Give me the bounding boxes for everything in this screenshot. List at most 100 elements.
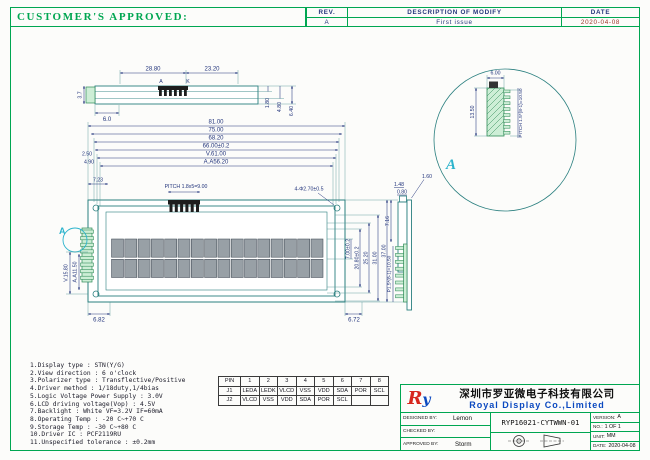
dim-7-00: 7.00±0.2 (346, 239, 352, 259)
front-left-connector (81, 227, 93, 283)
note-line: 10.Driver IC : PCF2119RU (30, 431, 121, 439)
note-line: 9.Storage Temp : -30 C~+80 C (30, 423, 137, 431)
customers-approved-label: CUSTOMER'S APPROVED: (17, 11, 189, 23)
front-view: A 81.00 75.00 68.20 66.00±0.2 2.50 V.61.… (59, 120, 407, 324)
detail-view: 6.00 13.50 PITCH 1.5*(8-1)=10.50 A (433, 68, 577, 212)
note-line: 8.Operating Temp : -20 C~+70 C (30, 415, 144, 423)
lcd-character-matrix (111, 238, 324, 278)
dim-66-00: 66.00±0.2 (203, 144, 230, 150)
dim-25-20: 25.20 (364, 251, 370, 264)
side-connector-spine (403, 243, 408, 303)
notes-list: 1.Display type : STN(Y/G) 2.View directi… (30, 362, 222, 447)
pin-header: PIN (218, 376, 241, 387)
title-block: Ry 深圳市罗亚微电子科技有限公司 Royal Display Co.,Limi… (400, 384, 640, 451)
note-line: 7.Backlight : White VF=3.2V IF=60mA (30, 408, 163, 416)
pin-header: 1 (240, 376, 260, 387)
pin-cell (351, 395, 371, 406)
pin-header: 6 (332, 376, 352, 387)
dim-20-80: 20.80±0.2 (355, 246, 361, 269)
date-value: 2020-04-08 (561, 17, 639, 26)
dim-31-00: 31.00 (373, 251, 379, 264)
note-line: 5.Logic Voltage Power Supply : 3.0V (30, 392, 163, 400)
rev-value: A (307, 17, 347, 26)
pin-table-row-j1: J1 LEDA LEDK VLCD VSS VDD SDA POR SCL (218, 385, 389, 396)
dim-1-80: 1.80 (265, 98, 271, 108)
pin-cell: VDD (314, 385, 334, 396)
pitch-top-label: PITCH 1.8x5=9.00 (165, 184, 208, 190)
dim-81-00: 81.00 (208, 120, 224, 126)
top-view: A K 28.80 23.20 6.0 3.7 1.80 4.80 6.40 (78, 67, 296, 123)
part-number: RYP16021-CYTWWN-01 (491, 413, 590, 433)
pin-cell: SCL (369, 385, 389, 396)
checked-by-row: CHECKED BY: (401, 426, 490, 439)
dim-3-7: 3.7 (78, 91, 84, 98)
pin-cell (369, 395, 389, 406)
pin-cell: SDA (295, 395, 315, 406)
dim-37-00: 37.00 (382, 244, 388, 257)
approved-by-row: APPROVED BY: Storm (401, 438, 490, 450)
dim-0-80: 0.80 (397, 190, 407, 196)
pin-header: 7 (351, 376, 371, 387)
section-label: A (59, 226, 66, 236)
description-col-header: DESCRIPTION OF MODIFY (347, 8, 561, 17)
detail-pin-pitch-label: PITCH 1.5*(8-1)=10.50 (518, 88, 524, 138)
no-label: NO.: (593, 424, 603, 430)
dim-1-60: 1.60 (422, 174, 432, 180)
date-row: DATE: 2020-04-08 (591, 442, 639, 451)
dim-6-82: 6.82 (93, 318, 105, 324)
designed-by-label: DESIGNED BY: (403, 416, 437, 422)
no-value: 1 OF 1 (604, 423, 621, 430)
unit-value: MM (606, 433, 616, 440)
pin-table-header-row: PIN 1 2 3 4 5 6 7 8 (218, 376, 389, 387)
pin-cell: VLCD (277, 385, 297, 396)
holes-label: 4-Φ2.70±0.5 (295, 187, 324, 193)
designed-by-row: DESIGNED BY: Lemon (401, 413, 490, 426)
top-view-connector (85, 86, 96, 104)
customers-approved-box: CUSTOMER'S APPROVED: (10, 7, 306, 27)
dim-7-16: 7.16 (385, 216, 391, 226)
version-label: VERSION: (593, 414, 616, 420)
dim-68-20: 68.20 (208, 136, 224, 142)
dim-a56-20: A.A56.20 (204, 160, 229, 166)
projection-symbol-icon (507, 434, 564, 448)
led-cathode-label: K (186, 79, 190, 85)
dim-6-72: 6.72 (348, 318, 360, 324)
pin-table-row-j2: J2 VLCD VSS VDD SDA POR SCL (218, 395, 389, 406)
approved-by-value: Storm (454, 440, 472, 448)
note-line: 4.Driver method : 1/18duty,1/4bias (30, 385, 159, 393)
date-value-bottom: 2020-04-08 (608, 442, 636, 449)
note-line: 6.LCD driving voltage(Vop) : 4.5V (30, 400, 156, 408)
unit-label: UNIT: (593, 433, 605, 439)
approved-by-label: APPROVED BY: (403, 441, 439, 447)
description-value: First issue (347, 17, 561, 26)
detail-view-label: A (445, 157, 456, 173)
side-pin-comb (395, 246, 404, 299)
pin-header: 4 (295, 376, 315, 387)
pin-cell: VSS (295, 385, 315, 396)
pin-cell: SDA (332, 385, 352, 396)
dim-4-90: 4.90 (84, 160, 94, 166)
dim-a11-50: A.A11.50 (73, 261, 79, 282)
date-col-header: DATE (561, 8, 639, 17)
pin-table: PIN 1 2 3 4 5 6 7 8 J1 LEDA LEDK VLCD VS… (218, 376, 389, 406)
dim-23-20: 23.20 (204, 67, 220, 73)
projection-symbol-cell (491, 433, 590, 450)
pin-cell: J1 (218, 385, 241, 396)
side-pin-pitch-label: P1.5*(8-1)=10.50 (387, 255, 393, 292)
pin-cell: J2 (218, 395, 241, 406)
company-logo: Ry (407, 387, 431, 409)
no-row: NO.: 1 OF 1 (591, 423, 639, 432)
dim-v61-00: V.61.00 (206, 152, 227, 158)
pin-header: 2 (258, 376, 278, 387)
note-line: 11.Unspecified tolerance : ±0.2mm (30, 439, 156, 447)
dim-4-80: 4.80 (277, 102, 283, 112)
pin-cell: VDD (277, 395, 297, 406)
date-label: DATE: (593, 443, 607, 449)
side-view: 1.48 0.80 1.60 7.16 P1.5*(8-1)=10.50 (385, 174, 432, 311)
dim-13-50: 13.50 (470, 105, 476, 118)
pin-header: 8 (369, 376, 389, 387)
checked-by-label: CHECKED BY: (403, 429, 436, 434)
pin-cell: POR (351, 385, 371, 396)
pin-cell: VLCD (240, 395, 260, 406)
pin-header: 3 (277, 376, 297, 387)
